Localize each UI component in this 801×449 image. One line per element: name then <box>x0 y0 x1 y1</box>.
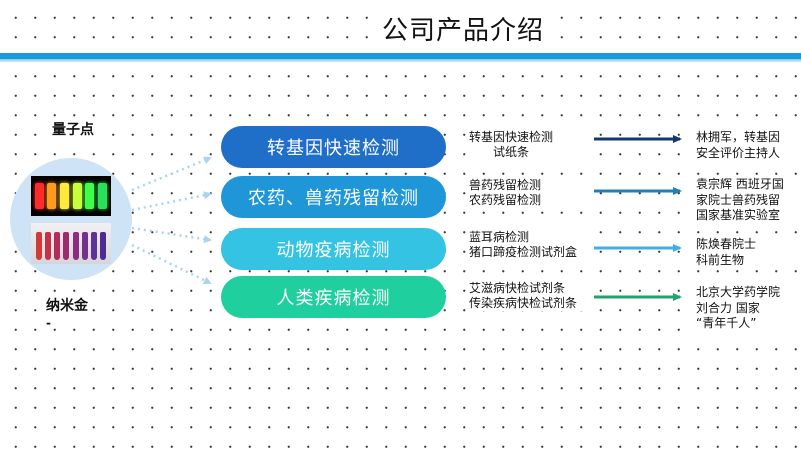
left-dotted-arrows <box>131 156 212 285</box>
quantum-dot-photo <box>31 176 111 216</box>
product-text-gmo: 转基因快速检测 试纸条 <box>469 130 594 160</box>
page-title: 公司产品介绍 <box>380 14 547 48</box>
category-label: 农药、兽药残留检测 <box>248 188 419 209</box>
expert-line: 安全评价主持人 <box>696 145 781 160</box>
expert-line: 国家基准实验室 <box>696 208 781 222</box>
product-line: 蓝耳病检测 <box>469 230 530 244</box>
expert-text-gmo: 林拥军，转基因 安全评价主持人 <box>696 130 798 161</box>
category-gmo-detection: 转基因快速检测 <box>221 126 446 168</box>
product-line: 兽药残留检测 <box>469 178 542 192</box>
product-line: 传染疾病快检试剂条 <box>469 296 578 310</box>
product-line: 艾滋病快检试剂条 <box>469 281 566 295</box>
product-line: 农药残留检测 <box>469 193 542 207</box>
category-label: 人类疾病检测 <box>276 288 391 309</box>
nano-gold-label: 纳米金 <box>44 297 90 315</box>
product-line: 猪口蹄疫检测试剂盒 <box>469 245 578 259</box>
product-line: 试纸条 <box>493 145 530 159</box>
expert-line: 家院士兽药残留 <box>696 192 781 207</box>
expert-line: 陈焕春院士 <box>696 237 757 251</box>
nano-gold-label-fragment: - <box>44 316 53 330</box>
category-label: 动物疫病检测 <box>276 240 391 261</box>
expert-line: “青年千人” <box>696 316 757 330</box>
expert-line: 林拥军，转基因 <box>696 130 781 144</box>
category-pesticide-residue-detection: 农药、兽药残留检测 <box>221 176 446 218</box>
expert-text-residue: 袁宗辉 西班牙国 家院士兽药残留 国家基准实验室 <box>696 177 798 224</box>
category-human-disease-detection: 人类疾病检测 <box>221 276 446 318</box>
nano-gold-photo <box>31 223 111 264</box>
product-text-residue: 兽药残留检测 农药残留检测 <box>469 178 594 208</box>
right-arrows <box>591 135 682 301</box>
product-text-animal: 蓝耳病检测 猪口蹄疫检测试剂盒 <box>469 230 594 260</box>
quantum-dot-label: 量子点 <box>50 121 96 139</box>
expert-line: 北京大学药学院 <box>696 285 781 299</box>
header-band <box>0 53 801 62</box>
expert-line: 刘合力 国家 <box>696 300 760 315</box>
expert-line: 科前生物 <box>696 252 745 267</box>
expert-text-animal: 陈焕春院士 科前生物 <box>696 237 798 268</box>
category-label: 转基因快速检测 <box>267 138 400 159</box>
category-animal-disease-detection: 动物疫病检测 <box>221 228 446 270</box>
expert-line: 袁宗辉 西班牙国 <box>696 177 784 191</box>
product-line: 转基因快速检测 <box>469 130 554 144</box>
expert-text-human: 北京大学药学院 刘合力 国家 “青年千人” <box>696 285 798 332</box>
product-text-human: 艾滋病快检试剂条 传染疾病快检试剂条 <box>469 281 594 311</box>
